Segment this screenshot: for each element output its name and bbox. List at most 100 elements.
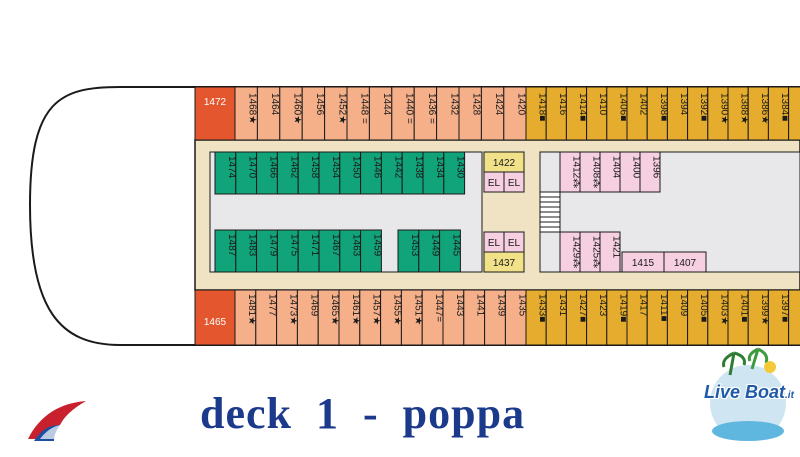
cabin[interactable]: 1460★ [279, 86, 303, 141]
corner-cabin-bottom[interactable]: 1465 [194, 289, 236, 346]
cabin[interactable]: 1392■ [687, 86, 710, 141]
cabin[interactable]: 1386★ [747, 86, 770, 141]
cabin[interactable]: 1470 [235, 151, 258, 195]
cabin[interactable]: 1433■ [525, 289, 548, 346]
cabin[interactable]: 1421 [599, 231, 622, 273]
cabin[interactable]: 1395 [788, 289, 800, 346]
cabin[interactable]: 1451★ [400, 289, 423, 346]
cabin[interactable]: 1467 [318, 229, 341, 273]
cabin[interactable]: 1479 [256, 229, 279, 273]
cabin[interactable]: 1424 [480, 86, 505, 141]
cabin[interactable]: 1452★ [324, 86, 348, 141]
cabin[interactable]: 1439 [484, 289, 507, 346]
cabin[interactable]: 1406■ [606, 86, 629, 141]
cabin[interactable]: 1458 [297, 151, 320, 195]
cabin-box [599, 231, 621, 273]
cabin[interactable]: 1394 [666, 86, 689, 141]
cabin[interactable]: 1384■ [767, 86, 790, 141]
cabin[interactable]: 1390★ [707, 86, 730, 141]
cabin[interactable]: 1401■ [727, 289, 750, 346]
cabin[interactable]: 1475 [276, 229, 299, 273]
cabin[interactable]: 1462 [276, 151, 299, 195]
cabin[interactable]: 1428 [458, 86, 482, 141]
cabin[interactable]: 1468★ [234, 86, 258, 141]
cabin[interactable]: 1473★ [276, 289, 299, 346]
cabin-1437[interactable] [483, 251, 525, 273]
cabin[interactable]: 1487 [214, 229, 237, 273]
cabin[interactable]: 1398■ [646, 86, 669, 141]
cabin[interactable]: 1469 [296, 289, 319, 346]
cabin[interactable]: 1459 [360, 229, 383, 273]
cabin[interactable]: 1404 [599, 151, 622, 193]
cabin[interactable]: 1447= [421, 289, 444, 346]
cabin[interactable]: 1441 [463, 289, 486, 346]
cabin[interactable]: 1471 [297, 229, 320, 273]
cabin[interactable]: 1399★ [747, 289, 770, 346]
cabin[interactable]: 1483 [235, 229, 258, 273]
cabin[interactable]: 1414■ [565, 86, 588, 141]
cabin[interactable]: 1429⁂ [559, 231, 582, 273]
cabin[interactable]: 1436 = [413, 86, 438, 141]
cabin[interactable]: 1427■ [565, 289, 588, 346]
cabin[interactable]: 1420 [503, 86, 527, 141]
cabin[interactable]: 1463 [339, 229, 362, 273]
cabin-number: 1460★ [292, 93, 303, 124]
staircase [539, 191, 561, 233]
cabin[interactable]: 1425⁂ [579, 231, 602, 273]
cabin[interactable]: 1474 [214, 151, 237, 195]
cabin[interactable]: 1419■ [606, 289, 629, 346]
cabin[interactable]: 1442 [380, 151, 403, 195]
cabin[interactable]: 1410 [586, 86, 609, 141]
cabin[interactable]: 1432 [436, 86, 460, 141]
cabin[interactable]: 1461★ [338, 289, 361, 346]
cabin[interactable]: 1454 [318, 151, 341, 195]
cabin[interactable]: 1423 [586, 289, 609, 346]
cabin-number: 1420 [516, 93, 527, 116]
cabin[interactable]: 1403★ [707, 289, 730, 346]
cabin[interactable]: 1438 [401, 151, 424, 195]
cabin[interactable]: 1396 [639, 151, 662, 193]
cabin[interactable]: 1417 [626, 289, 649, 346]
cabin[interactable]: 1453 [397, 229, 420, 273]
cabin[interactable]: 1409 [666, 289, 689, 346]
cabin[interactable]: 1481★ [234, 289, 257, 346]
cabin[interactable]: 1431 [545, 289, 568, 346]
corner-cabin-top[interactable]: 1472 [194, 86, 236, 141]
cabin[interactable]: 1435 [504, 289, 527, 346]
cabin[interactable]: 1405■ [687, 289, 710, 346]
cabin[interactable]: 1444 [368, 86, 393, 141]
cabin[interactable]: 1457★ [359, 289, 382, 346]
cabin[interactable]: 1440 = [391, 86, 415, 141]
cabin[interactable]: 1449 [418, 229, 441, 273]
cabin-number: 1477 [267, 294, 278, 317]
cabin[interactable]: 1382 [788, 86, 800, 141]
cabin[interactable]: 1465★ [317, 289, 340, 346]
cabin[interactable]: 1418■ [525, 86, 548, 141]
cabin[interactable]: 1446 [360, 151, 383, 195]
cabin[interactable]: 1397■ [767, 289, 790, 346]
cabin[interactable]: 1445 [439, 229, 462, 273]
cabin[interactable]: 1402 [626, 86, 649, 141]
cabin[interactable]: 1455★ [380, 289, 403, 346]
cabin[interactable]: 1408⁂ [579, 151, 602, 193]
cabin[interactable]: 1400 [619, 151, 642, 193]
cabin[interactable]: 1415 [621, 251, 665, 273]
cabin[interactable]: 1448 = [346, 86, 370, 141]
cabin[interactable]: 1466 [256, 151, 279, 195]
cabin[interactable]: 1411■ [646, 289, 669, 346]
cabin[interactable]: 1416 [545, 86, 568, 141]
cabin-number: 1410 [597, 93, 608, 116]
cabin[interactable]: 1443 [442, 289, 465, 346]
cabin[interactable]: 1434 [422, 151, 445, 195]
cabin[interactable]: 1464 [256, 86, 281, 141]
cabin[interactable]: 1450 [339, 151, 362, 195]
cabin[interactable]: 1388★ [727, 86, 750, 141]
cabin-number: 1474 [226, 156, 237, 179]
cabin[interactable]: 1412⁂ [559, 151, 582, 193]
cabin[interactable]: 1477 [255, 289, 278, 346]
cabin[interactable]: 1430 [443, 151, 466, 195]
cabin[interactable]: 1407 [663, 251, 707, 273]
cabin[interactable]: 1456 [301, 86, 326, 141]
